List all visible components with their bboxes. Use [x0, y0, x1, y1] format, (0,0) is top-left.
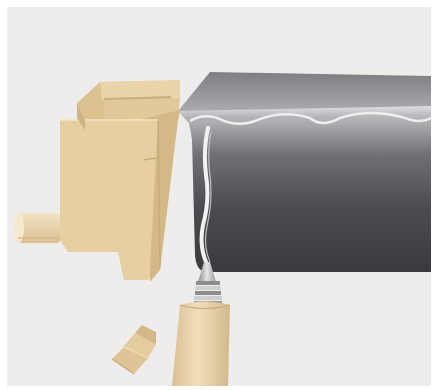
caulk-tube-icon: [172, 262, 231, 386]
gutter-face: [188, 116, 431, 272]
gutter-sealing-illustration: [14, 72, 431, 386]
gutter-top-panel: [178, 72, 431, 111]
sealant-bead-icon: [199, 126, 210, 264]
gutter: [178, 72, 431, 272]
gutter-rim-scallop: [189, 111, 431, 125]
illustration-frame: [7, 7, 431, 386]
gutter-end-cap-icon: [14, 80, 180, 282]
tube-cap-icon: [111, 325, 156, 375]
sealant-bead-shadow: [204, 131, 212, 263]
